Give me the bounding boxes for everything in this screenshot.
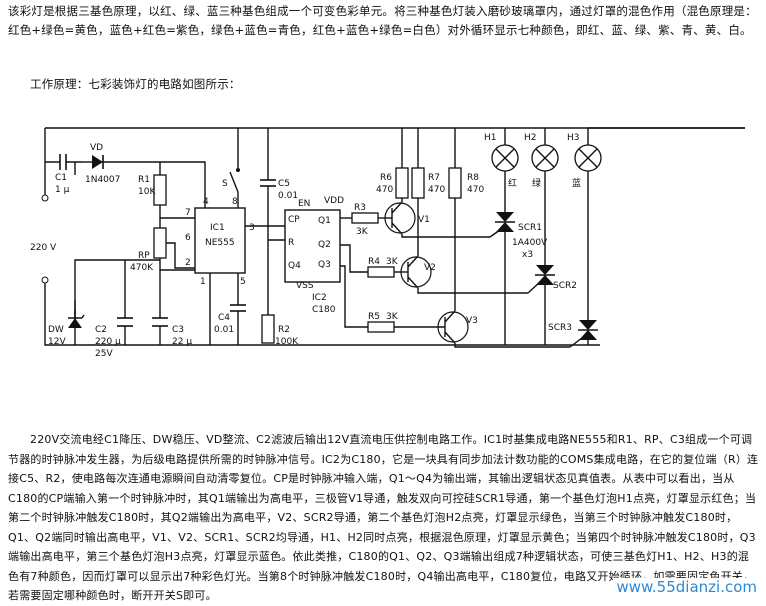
explanation-paragraph: 220V交流电经C1降压、DW稳压、VD整流、C2滤波后输出12V直流电压供控制…	[8, 433, 759, 602]
h3-color-label: 蓝	[572, 177, 581, 189]
ic2-vss: VSS	[296, 281, 314, 291]
ic2-cp: CP	[288, 215, 300, 225]
ic1-part: NE555	[205, 238, 235, 248]
c5-label: C5	[278, 179, 290, 189]
scr1	[489, 212, 515, 345]
r5-value: 3K	[386, 312, 399, 322]
ic2-part: C180	[312, 305, 336, 315]
vd-label: VD	[90, 143, 103, 153]
r6-value: 470	[376, 185, 393, 195]
ic2-vdd: VDD	[324, 196, 344, 206]
r3-label: R3	[354, 203, 366, 213]
ic1-pin8: 8	[232, 197, 238, 207]
v2-label: V2	[424, 263, 436, 273]
ic1-body	[194, 207, 246, 274]
ic1-pin1: 1	[200, 277, 206, 287]
h2-color-label: 绿	[532, 177, 541, 189]
c3-label: C3	[172, 325, 184, 335]
c2-voltage: 25V	[95, 349, 113, 359]
scr3-label: SCR3	[548, 323, 572, 333]
r4-label: R4	[368, 257, 380, 267]
r4-value: 3K	[386, 257, 399, 267]
scr1-rating: 1A400V	[512, 238, 548, 248]
ic1-pin3: 3	[249, 223, 255, 233]
r2-label: R2	[278, 325, 290, 335]
lamp-h2	[531, 144, 559, 172]
mains-terminal-top	[41, 194, 49, 202]
ic1-pin7: 7	[185, 208, 191, 218]
circuit-diagram: C1 1 μ VD 1N4007 DW 12V C2 220 μ 25V R1 …	[30, 127, 745, 359]
lamp-h3	[574, 144, 602, 172]
scr2	[527, 265, 555, 345]
mains-label: 220 V	[30, 243, 57, 253]
r8-value: 470	[467, 185, 484, 195]
c4-value: 0.01	[214, 325, 234, 335]
c2-label: C2	[95, 325, 107, 335]
ic2-q2: Q2	[318, 240, 331, 250]
ic2-body	[284, 209, 341, 283]
ic1-pin6: 6	[185, 233, 191, 243]
ic2-q4: Q4	[288, 261, 301, 271]
rp-value: 470K	[130, 263, 154, 273]
site-watermark: www.55dianzi.com	[613, 578, 760, 596]
r3-value: 3K	[356, 227, 369, 237]
rp-label: RP	[138, 251, 150, 261]
ic1-pin4: 4	[203, 197, 209, 207]
c1-label: C1	[55, 173, 67, 183]
r1-value: 10K	[138, 187, 156, 197]
scr1-label: SCR1	[518, 223, 542, 233]
transistor-v2	[400, 255, 432, 289]
intro-paragraph: 该彩灯是根据三基色原理，以红、绿、蓝三种基色组成一个可变色彩单元。将三种基色灯装…	[8, 4, 757, 37]
r1-label: R1	[138, 175, 150, 185]
v1-label: V1	[418, 215, 430, 225]
ic1-pin2: 2	[185, 258, 191, 268]
dw-label: DW	[48, 325, 64, 335]
ic1-pin5: 5	[240, 277, 246, 287]
scr1-qty: x3	[522, 250, 533, 260]
switch-s-label: S	[222, 179, 228, 189]
r8-label: R8	[467, 173, 479, 183]
v3-label: V3	[466, 316, 478, 326]
r7-value: 470	[428, 185, 445, 195]
r5-label: R5	[368, 312, 380, 322]
c4-label: C4	[218, 313, 230, 323]
r6-label: R6	[380, 173, 392, 183]
r7-label: R7	[428, 173, 440, 183]
mains-terminal-bottom	[41, 276, 49, 284]
h1-label: H1	[484, 133, 497, 143]
c1-value: 1 μ	[55, 185, 70, 195]
c3-value: 22 μ	[172, 337, 192, 347]
transistor-v1	[384, 201, 416, 235]
ic2-q1: Q1	[318, 216, 331, 226]
vd-value: 1N4007	[85, 175, 120, 185]
scr3	[569, 320, 598, 348]
figure-caption: 工作原理：七彩装饰灯的电路如图所示：	[30, 77, 241, 91]
c2-value: 220 μ	[95, 337, 121, 347]
h2-label: H2	[524, 133, 537, 143]
c5-value: 0.01	[278, 191, 298, 201]
scr2-label: SCR2	[553, 281, 577, 291]
ic2-en: EN	[298, 199, 310, 209]
transistor-v3	[437, 310, 469, 344]
ic2-r: R	[288, 238, 294, 248]
r2-value: 100K	[275, 337, 299, 347]
h1-color-label: 红	[508, 177, 517, 189]
h3-label: H3	[567, 133, 580, 143]
ic1-label: IC1	[210, 223, 225, 233]
ic2-label: IC2	[312, 293, 327, 303]
ic2-q3: Q3	[318, 260, 331, 270]
lamp-h1	[491, 144, 519, 172]
dw-value: 12V	[48, 337, 66, 347]
